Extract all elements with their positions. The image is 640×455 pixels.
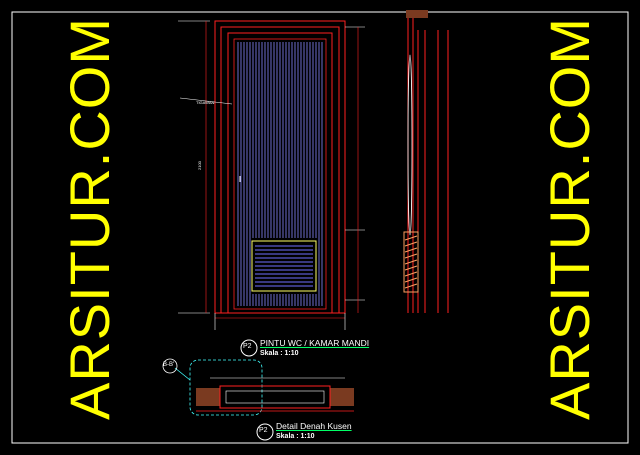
frame-plan-detail xyxy=(174,359,354,416)
svg-text:TIGAWAN: TIGAWAN xyxy=(196,100,214,105)
drawing1-badge: P2 xyxy=(243,343,252,350)
drawing2-badge: P2 xyxy=(259,427,268,434)
watermark-left: ARSITUR.COM xyxy=(58,17,121,420)
drawing2-title: Detail Denah Kusen xyxy=(276,421,352,431)
dimension-lines-left xyxy=(178,20,233,314)
door-elevation xyxy=(214,20,346,314)
watermark-right: ARSITUR.COM xyxy=(538,17,601,420)
section-tag-marker xyxy=(162,358,178,374)
dimension-lines-right xyxy=(214,26,365,330)
drawing2-scale: Skala : 1:10 xyxy=(276,433,315,440)
drawing1-scale: Skala : 1:10 xyxy=(260,350,299,357)
title-badge-1 xyxy=(240,339,258,357)
section-tag: B-B' xyxy=(163,362,175,368)
sheet-border xyxy=(11,11,629,444)
door-grooves xyxy=(237,42,323,306)
svg-text:2100: 2100 xyxy=(197,160,202,170)
title-badge-2 xyxy=(256,423,274,441)
drawing1-title: PINTU WC / KAMAR MANDI xyxy=(260,338,370,348)
door-side-section xyxy=(403,10,449,313)
